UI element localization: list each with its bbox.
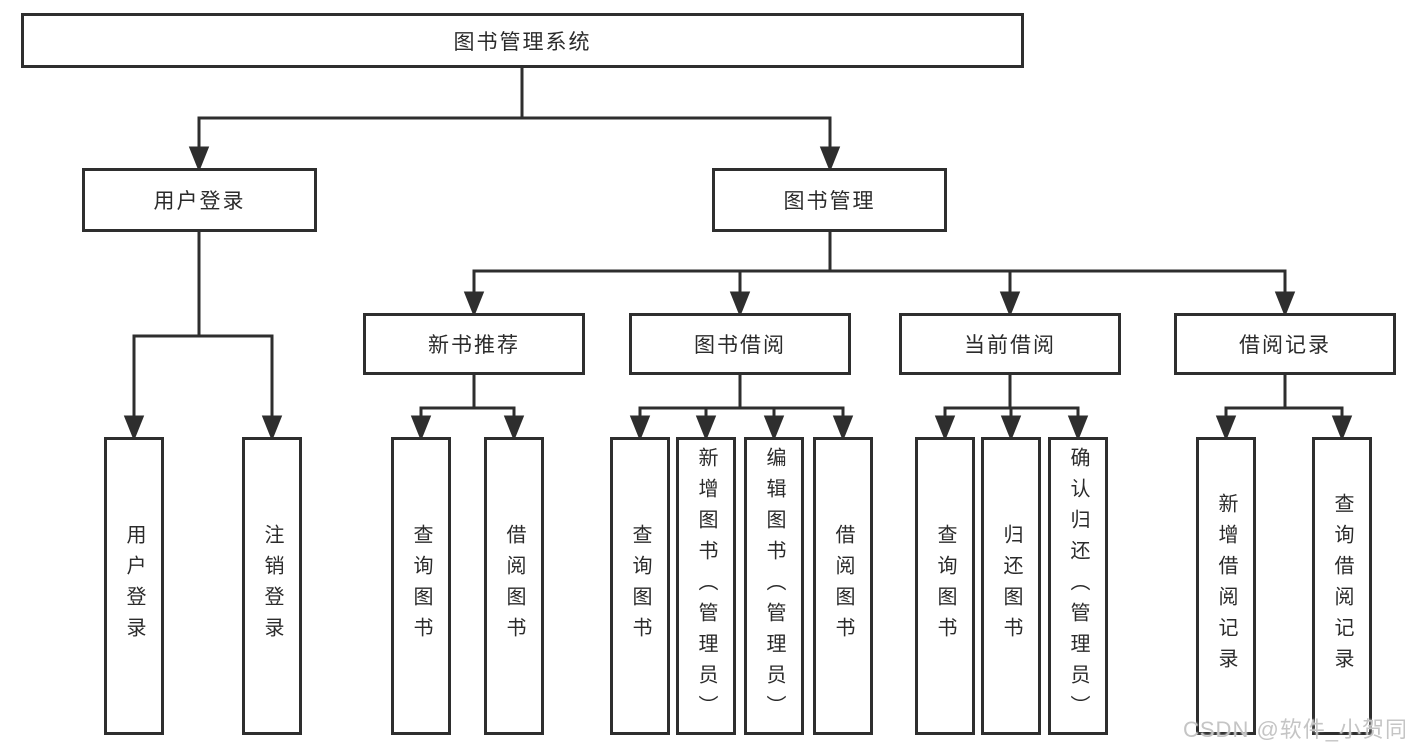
node-label: 图书管理 bbox=[783, 190, 876, 213]
node-label: 图书借阅 bbox=[694, 334, 786, 357]
leaf-cb-confirm-return-admin: 确认归还（管理员） bbox=[1048, 437, 1108, 735]
leaf-br-query-borrow-record: 查询借阅记录 bbox=[1312, 437, 1372, 735]
leaf-br-add-borrow-record: 新增借阅记录 bbox=[1196, 437, 1256, 735]
node-library-management-system: 图书管理系统 bbox=[21, 13, 1024, 68]
leaf-bb-add-books-admin: 新增图书（管理员） bbox=[676, 437, 736, 735]
leaf-label: 查询借阅记录 bbox=[1331, 493, 1353, 679]
node-label: 当前借阅 bbox=[964, 334, 1056, 357]
leaf-label: 查询图书 bbox=[934, 524, 956, 648]
node-new-book-recommendation: 新书推荐 bbox=[363, 313, 585, 375]
leaf-label: 查询图书 bbox=[629, 524, 651, 648]
leaf-label: 确认归还（管理员） bbox=[1067, 446, 1089, 726]
node-book-borrowing: 图书借阅 bbox=[629, 313, 851, 375]
node-borrowing-records: 借阅记录 bbox=[1174, 313, 1396, 375]
node-book-management: 图书管理 bbox=[712, 168, 947, 232]
leaf-label: 借阅图书 bbox=[503, 524, 525, 648]
node-label: 借阅记录 bbox=[1239, 334, 1331, 357]
node-user-login: 用户登录 bbox=[82, 168, 317, 232]
csdn-watermark: CSDN @软件_小贺同学 bbox=[1183, 717, 1405, 742]
leaf-label: 注销登录 bbox=[261, 524, 283, 648]
node-label: 新书推荐 bbox=[428, 334, 520, 357]
leaf-cb-return-books: 归还图书 bbox=[981, 437, 1041, 735]
leaf-label: 新增图书（管理员） bbox=[695, 446, 717, 726]
leaf-label: 用户登录 bbox=[123, 524, 145, 648]
leaf-label: 查询图书 bbox=[410, 524, 432, 648]
leaf-label: 新增借阅记录 bbox=[1215, 493, 1237, 679]
node-label: 用户登录 bbox=[153, 190, 246, 213]
leaf-user-login: 用户登录 bbox=[104, 437, 164, 735]
leaf-bb-edit-books-admin: 编辑图书（管理员） bbox=[744, 437, 804, 735]
node-current-borrowing: 当前借阅 bbox=[899, 313, 1121, 375]
leaf-logout: 注销登录 bbox=[242, 437, 302, 735]
leaf-label: 借阅图书 bbox=[832, 524, 854, 648]
leaf-label: 归还图书 bbox=[1000, 524, 1022, 648]
leaf-label: 编辑图书（管理员） bbox=[763, 446, 785, 726]
leaf-nbr-query-books: 查询图书 bbox=[391, 437, 451, 735]
leaf-bb-borrow-books: 借阅图书 bbox=[813, 437, 873, 735]
leaf-nbr-borrow-books: 借阅图书 bbox=[484, 437, 544, 735]
leaf-cb-query-books: 查询图书 bbox=[915, 437, 975, 735]
node-label: 图书管理系统 bbox=[453, 30, 592, 54]
leaf-bb-query-books: 查询图书 bbox=[610, 437, 670, 735]
